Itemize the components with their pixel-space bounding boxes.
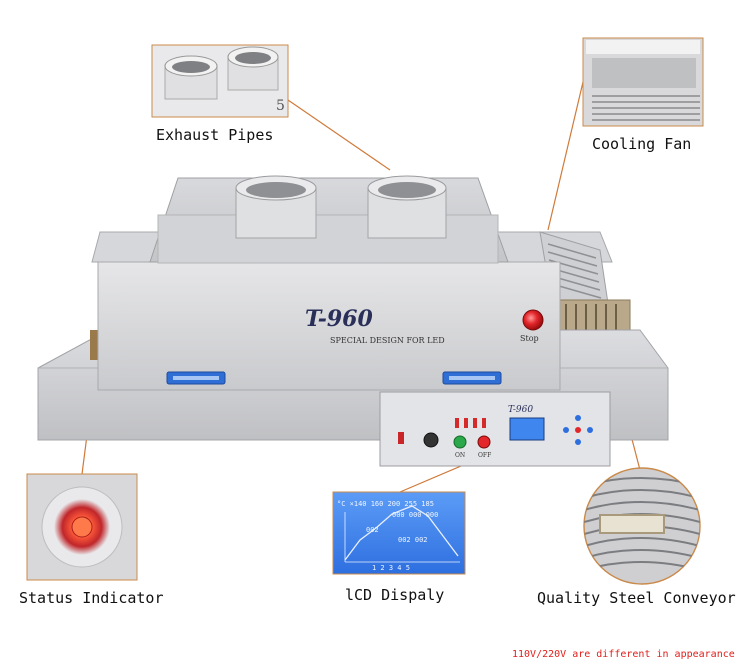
exhaust-pipes-label: Exhaust Pipes xyxy=(156,126,274,144)
lcd-inset xyxy=(332,491,466,575)
cooling-fan-label: Cooling Fan xyxy=(592,135,692,153)
on-label: ON xyxy=(455,452,465,459)
control-panel xyxy=(379,391,611,467)
lcd-low: 002 002 xyxy=(398,536,428,544)
stop-label: Stop xyxy=(520,334,539,343)
drawer-handle-right[interactable] xyxy=(442,371,502,385)
exhaust-pipe-left xyxy=(235,175,317,239)
exhaust-inset-digit: 5 xyxy=(276,98,285,114)
exhaust-inset xyxy=(151,44,289,118)
lcd-mid: 002 xyxy=(366,526,379,534)
cooling-fan-inset xyxy=(582,37,704,127)
drawer-handle-left[interactable] xyxy=(166,371,226,385)
conveyor-inset xyxy=(583,467,701,585)
lcd-row2: 000 000 000 xyxy=(392,511,438,519)
status-indicator-inset xyxy=(26,473,138,581)
panel-model: T-960 xyxy=(508,405,533,415)
off-button[interactable] xyxy=(477,435,491,449)
panel-lcd xyxy=(509,417,545,441)
on-button[interactable] xyxy=(453,435,467,449)
model-tagline: SPECIAL DESIGN FOR LED xyxy=(330,336,445,345)
power-switch[interactable] xyxy=(398,432,404,444)
lcd-display-label: lCD Dispaly xyxy=(345,586,445,604)
lcd-axis: 1 2 3 4 5 xyxy=(372,564,410,572)
off-label: OFF xyxy=(478,452,491,459)
stop-button[interactable] xyxy=(522,309,544,331)
exhaust-pipe-right xyxy=(367,175,447,239)
machine-body xyxy=(97,261,561,391)
steel-conveyor-label: Quality Steel Conveyor xyxy=(537,589,736,607)
model-title: T-960 xyxy=(305,306,373,332)
voltage-note: 110V/220V are different in appearance xyxy=(512,649,735,660)
speed-knob[interactable] xyxy=(423,432,439,448)
lcd-row1: °C ×140 160 200 255 185 xyxy=(337,500,434,508)
keypad[interactable] xyxy=(563,415,593,445)
status-indicator-label: Status Indicator xyxy=(19,589,164,607)
